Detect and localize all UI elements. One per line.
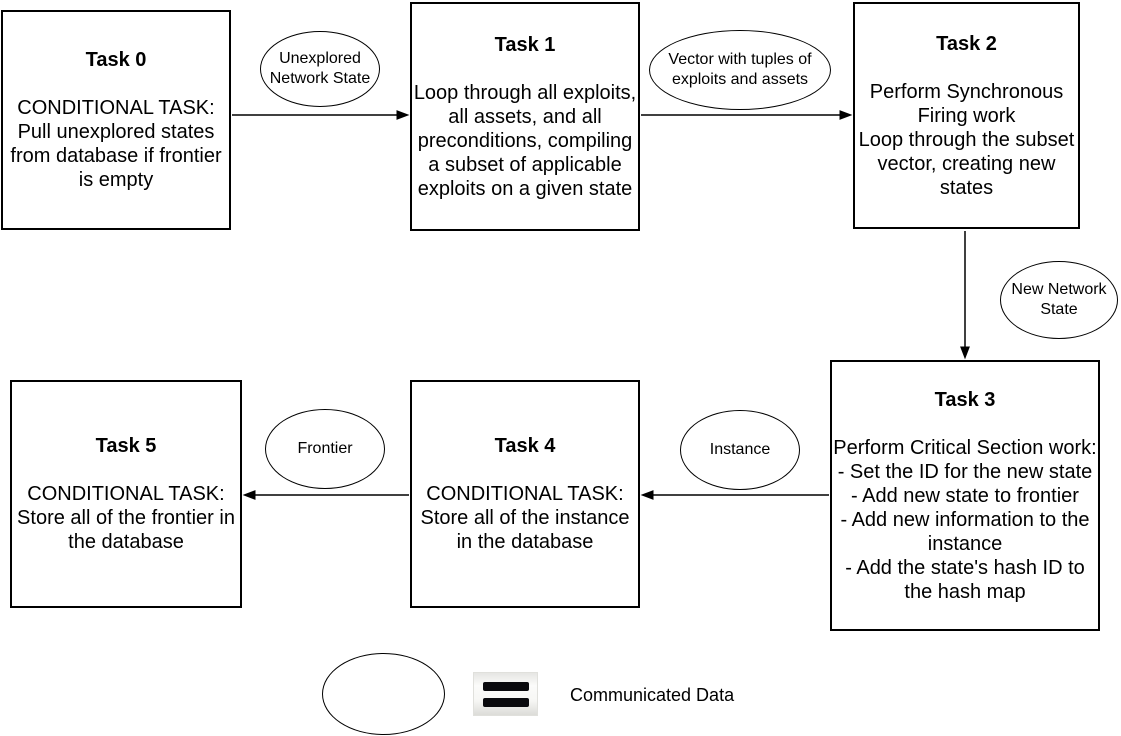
data-node-new-network-state: New Network State: [1000, 261, 1118, 339]
task3-description: Perform Critical Section work: - Set the…: [833, 436, 1097, 603]
task5-description: CONDITIONAL TASK: Store all of the front…: [17, 483, 235, 553]
arrowhead-right-icon: [839, 110, 853, 120]
task2-title: Task 2: [936, 32, 997, 55]
task4-title: Task 4: [494, 435, 556, 457]
task5-title: Task 5: [95, 435, 157, 457]
equals-bar-bottom: [482, 697, 529, 707]
arrowhead-left-icon: [640, 490, 654, 500]
arrowhead-right-icon: [396, 110, 410, 120]
legend-ellipse-shape: [322, 653, 445, 735]
arrow-task0-to-task1: [232, 110, 410, 120]
legend-label: Communicated Data: [570, 685, 735, 705]
task1-node: Task 1 Loop through all exploits, all as…: [410, 2, 640, 231]
data-node-label: Instance: [709, 441, 771, 458]
equals-icon: [473, 672, 538, 716]
task2-node: Task 2 Perform Synchronous Firing work L…: [853, 2, 1080, 229]
arrow-task4-to-task5: [242, 490, 409, 500]
task4-node: Task 4 CONDITIONAL TASK: Store all of th…: [410, 380, 640, 608]
arrowhead-down-icon: [960, 346, 970, 360]
data-node-label: New Network State: [1011, 281, 1107, 318]
task3-node: Task 3 Perform Critical Section work: - …: [830, 360, 1100, 631]
arrow-task1-to-task2: [641, 110, 853, 120]
task1-description: Loop through all exploits, all assets, a…: [413, 81, 637, 200]
arrowhead-left-icon: [242, 490, 256, 500]
task0-node: Task 0 CONDITIONAL TASK: Pull unexplored…: [1, 10, 231, 230]
task5-node: Task 5 CONDITIONAL TASK: Store all of th…: [10, 380, 242, 608]
equals-bar-top: [482, 681, 529, 691]
data-node-label: Frontier: [297, 440, 353, 457]
data-node-instance: Instance: [680, 410, 800, 490]
task2-description: Perform Synchronous Firing work Loop thr…: [858, 80, 1075, 199]
data-node-label: Unexplored Network State: [269, 50, 371, 87]
arrow-task2-to-task3: [960, 231, 970, 360]
arrow-task3-to-task4: [640, 490, 829, 500]
task3-title: Task 3: [934, 388, 996, 411]
data-node-frontier: Frontier: [265, 409, 385, 489]
data-node-unexplored-network-state: Unexplored Network State: [260, 31, 380, 107]
data-node-vector-with-tuples: Vector with tuples of exploits and asset…: [649, 30, 831, 110]
data-node-label: Vector with tuples of exploits and asset…: [668, 51, 812, 88]
task4-description: CONDITIONAL TASK: Store all of the insta…: [420, 483, 630, 553]
task1-title: Task 1: [494, 33, 556, 56]
task0-description: CONDITIONAL TASK: Pull unexplored states…: [10, 97, 222, 191]
task0-title: Task 0: [85, 49, 147, 71]
